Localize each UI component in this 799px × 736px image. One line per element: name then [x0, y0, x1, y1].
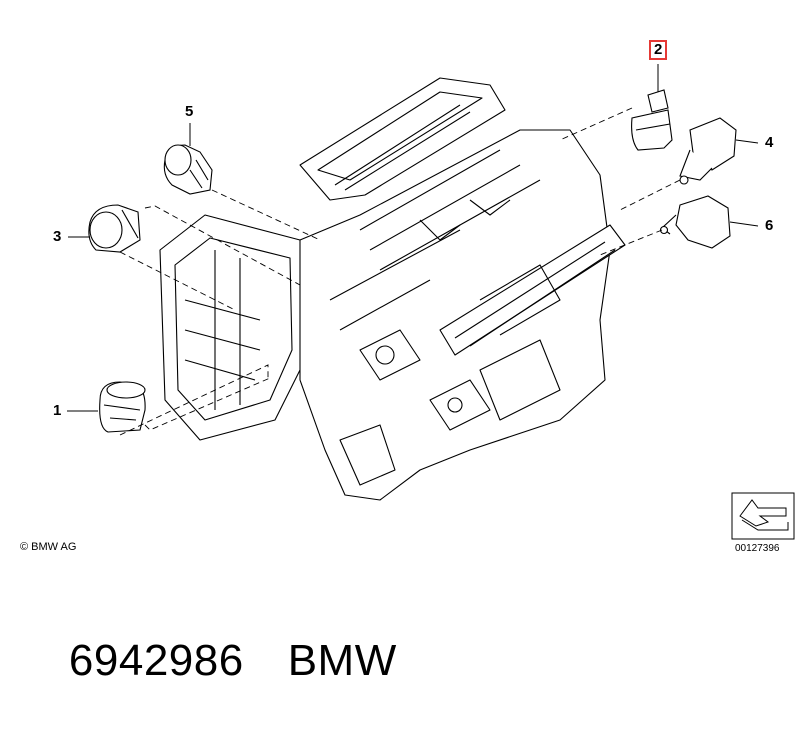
part-1 [99, 381, 146, 433]
parts-diagram: 1 2 3 4 5 6 © BMW AG 00127396 6942986 BMW [20, 40, 795, 685]
direction-arrow-icon [731, 492, 795, 540]
callout-6: 6 [765, 217, 774, 234]
part-number: 6942986 [68, 636, 244, 685]
assembly-lines [119, 107, 681, 436]
callout-2: 2 [649, 40, 668, 60]
diagram-drawing [67, 64, 795, 540]
part-2 [631, 89, 673, 151]
callout-4: 4 [765, 134, 774, 151]
leader-lines [67, 64, 759, 412]
callout-1: 1 [53, 402, 62, 419]
callout-5: 5 [185, 103, 194, 120]
callout-3: 3 [53, 228, 62, 245]
copyright-notice: © BMW AG [20, 541, 77, 553]
part-3 [88, 204, 141, 253]
part-6 [659, 195, 731, 249]
part-caption: 6942986 BMW [18, 586, 397, 736]
part-5 [163, 144, 213, 195]
brand-name: BMW [287, 636, 397, 685]
part-4 [679, 117, 737, 185]
hvac-housing [159, 77, 626, 501]
diagram-number: 00127396 [735, 543, 780, 554]
